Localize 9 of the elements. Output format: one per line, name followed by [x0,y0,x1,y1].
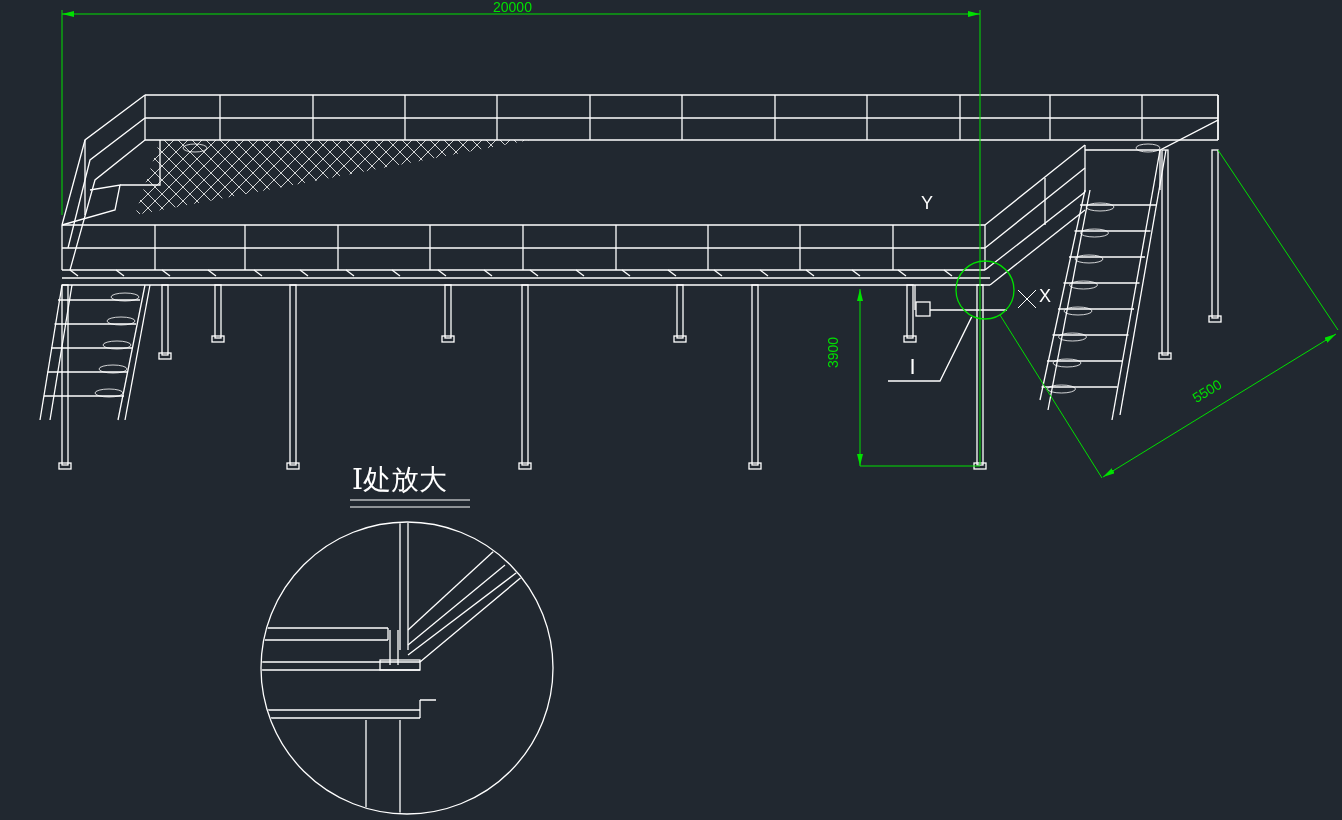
axis-label: X [1039,287,1051,305]
dimension-text: 5500 [1190,376,1224,405]
dimension-text: 20000 [493,0,532,14]
detail-circle [955,260,1015,320]
axis-label: Y [921,194,933,212]
detail-title: I处放大 [352,466,448,494]
leader-line [887,316,973,382]
dimension-text: 3900 [826,336,840,368]
callout-label: I [885,352,940,381]
